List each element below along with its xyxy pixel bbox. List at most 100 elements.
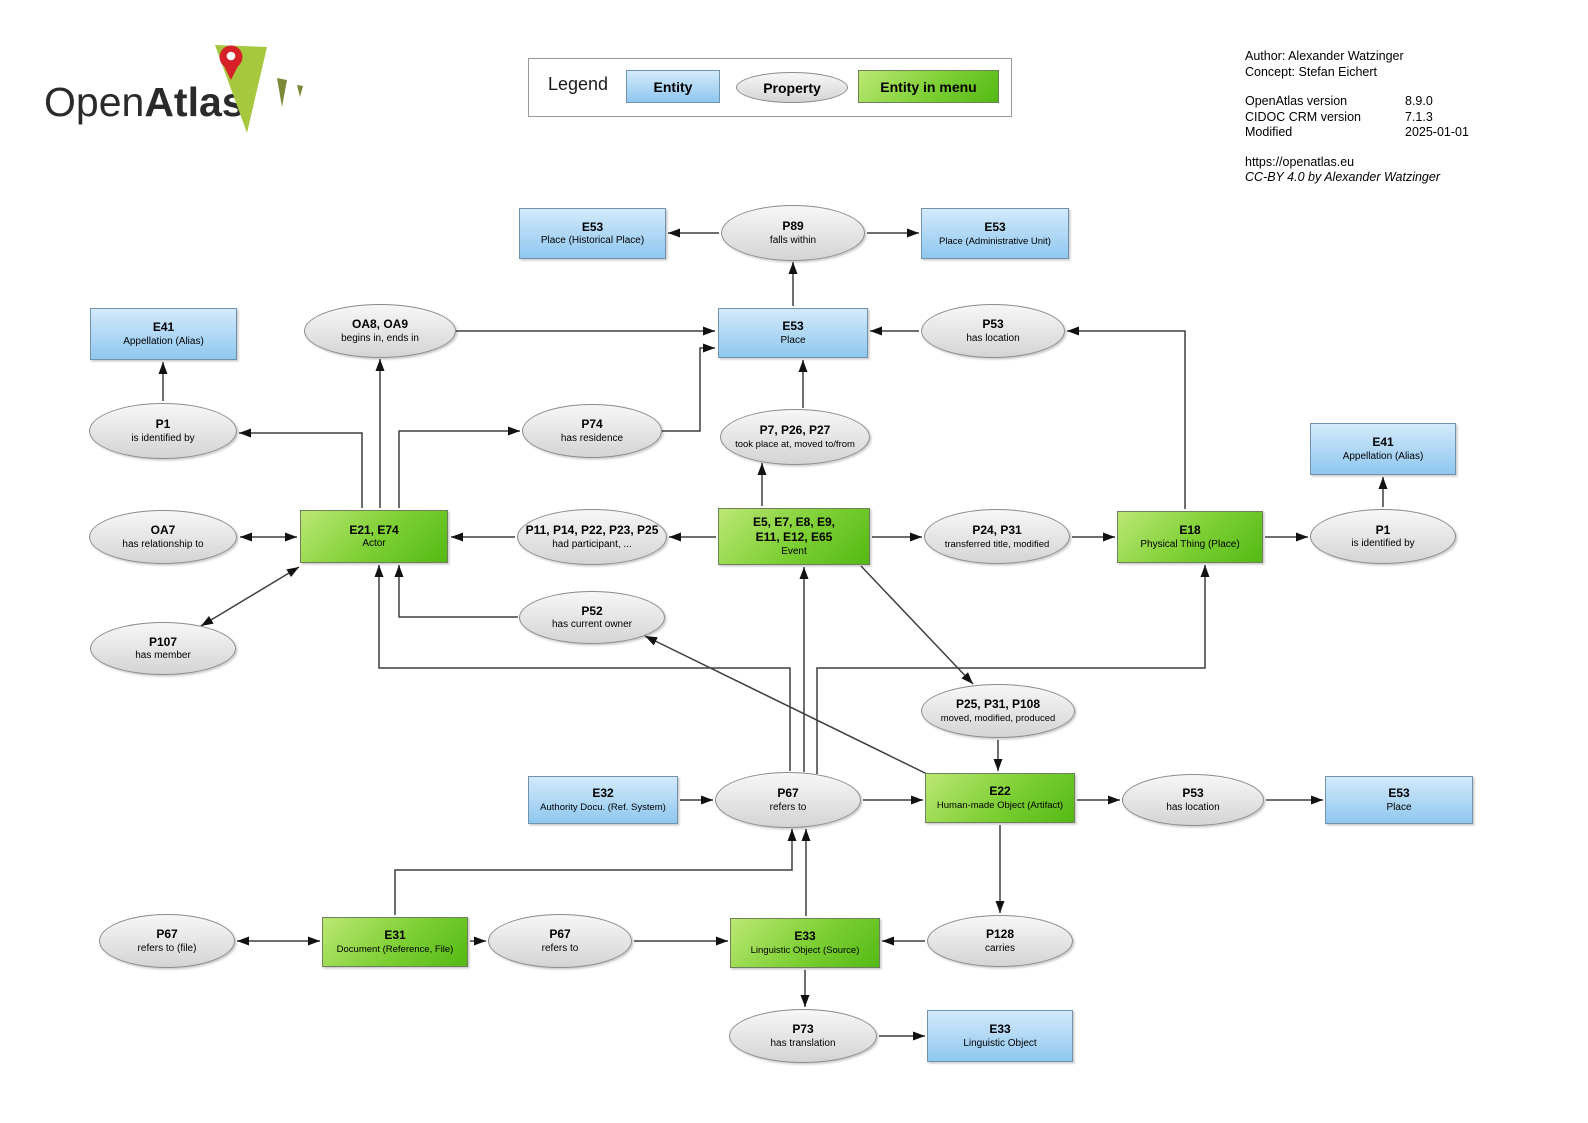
- node-code: P53: [982, 317, 1004, 332]
- node-code: E53: [782, 319, 804, 334]
- node-code: P25, P31, P108: [955, 697, 1041, 712]
- logo-tiny-triangle-icon: [297, 85, 303, 97]
- edge-e22-to-p52: [644, 635, 928, 775]
- node-label: has current owner: [551, 619, 633, 631]
- node-code: E33: [794, 929, 816, 944]
- credits-block: Author: Alexander Watzinger Concept: Ste…: [1245, 49, 1585, 186]
- version-label: Modified: [1245, 125, 1293, 139]
- node-label: begins in, ends in: [341, 332, 419, 344]
- node-label: Appellation (Alias): [123, 335, 204, 347]
- node-code: P11, P14, P22, P23, P25: [525, 523, 659, 538]
- node-code: P67: [549, 927, 571, 942]
- edge-p74-to-e53-place: [662, 343, 715, 432]
- node-code: OA7: [150, 523, 176, 538]
- node-label: has relationship to: [122, 538, 204, 550]
- node-code: E21, E74: [349, 522, 399, 537]
- logo-text: OpenAtlas: [44, 79, 245, 125]
- openatlas-logo-graphic: OpenAtlas: [44, 45, 303, 133]
- version-value: 7.1.3: [1405, 109, 1433, 124]
- node-code: P73: [792, 1022, 814, 1037]
- node-code: E33: [989, 1022, 1011, 1037]
- node-label: Linguistic Object: [963, 1037, 1037, 1049]
- node-label: Document (Reference, File): [336, 944, 454, 956]
- edge-e21-e74-to-p1-left: [239, 428, 363, 508]
- edge-p67-mid-to-e18: [816, 565, 1210, 774]
- node-label: Physical Thing (Place): [1140, 538, 1240, 550]
- version-value: 2025-01-01: [1405, 125, 1469, 139]
- node-label: Place (Administrative Unit): [939, 235, 1051, 247]
- node-code: P24, P31: [972, 522, 1022, 537]
- legend-entity-in-menu-chip: Entity in menu: [858, 70, 999, 103]
- node-label: Place (Historical Place): [540, 235, 645, 247]
- node-code: P67: [777, 786, 799, 801]
- node-code: OA8, OA9: [351, 317, 408, 332]
- node-label: carries: [984, 942, 1015, 954]
- edge-e31-to-p67-mid: [394, 829, 797, 915]
- openatlas-logo: OpenAtlas: [42, 40, 312, 150]
- node-label: Human-made Object (Artifact): [936, 800, 1064, 812]
- credit-concept: Concept: Stefan Eichert: [1245, 64, 1378, 79]
- node-code: P67: [156, 927, 178, 942]
- node-label: refers to: [769, 801, 807, 813]
- legend: Legend Entity Property Entity in menu: [528, 58, 1012, 117]
- node-code: E31: [384, 928, 406, 943]
- node-code: E32: [592, 786, 614, 801]
- node-code: P74: [581, 417, 603, 432]
- node-label: Authority Docu. (Ref. System): [540, 802, 666, 814]
- node-code: E41: [1372, 435, 1394, 450]
- credit-url: https://openatlas.eu: [1245, 154, 1355, 169]
- node-code: P89: [782, 219, 804, 234]
- legend-title: Legend: [548, 74, 609, 94]
- node-code: E53: [1388, 786, 1410, 801]
- node-label: falls within: [769, 234, 817, 246]
- node-code: E53: [581, 219, 604, 234]
- node-label: has translation: [770, 1037, 836, 1049]
- node-label: is identified by: [131, 432, 195, 444]
- node-label: is identified by: [1351, 538, 1415, 550]
- node-label: Event: [781, 545, 807, 557]
- node-code: P128: [985, 927, 1015, 942]
- node-code: E41: [152, 320, 175, 335]
- node-code: P1: [155, 417, 171, 432]
- node-label: has residence: [560, 432, 624, 444]
- edge-e21-e74-to-p74: [398, 426, 520, 508]
- node-code: E22: [989, 784, 1011, 799]
- legend-property-chip: Property: [736, 72, 848, 103]
- node-label: Linguistic Object (Source): [750, 945, 860, 957]
- edge-p52-to-e21-e74: [394, 565, 518, 618]
- node-label: has member: [135, 650, 191, 662]
- node-code: E5, E7, E8, E9, E11, E12, E65: [752, 515, 836, 544]
- credit-license: CC-BY 4.0 by Alexander Watzinger: [1245, 170, 1441, 184]
- node-code: E18: [1179, 523, 1201, 538]
- version-label: OpenAtlas version: [1245, 94, 1348, 108]
- version-row: Modified 2025-01-01: [1245, 125, 1585, 141]
